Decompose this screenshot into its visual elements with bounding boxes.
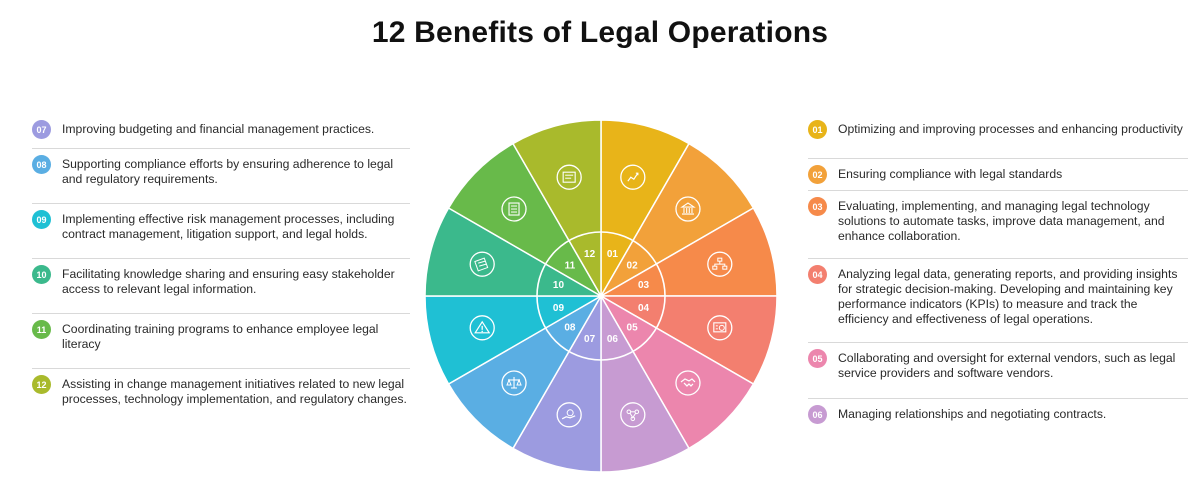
wheel-number-01: 01 — [607, 249, 619, 260]
budget-hand-icon — [556, 402, 582, 428]
benefit-number-badge: 09 — [32, 210, 51, 229]
benefit-text: Ensuring compliance with legal standards — [838, 167, 1063, 181]
benefits-list-right: 01 Optimizing and improving processes and… — [808, 114, 1188, 435]
benefit-number-badge: 08 — [32, 155, 51, 174]
wheel-segment-11 — [447, 142, 604, 299]
page-title: 12 Benefits of Legal Operations — [371, 16, 829, 49]
knowledge-stack-icon — [469, 251, 495, 277]
scales-icon — [501, 370, 527, 396]
wheel-segment-04 — [598, 295, 778, 386]
wheel-segment-10 — [424, 206, 604, 297]
warning-icon — [469, 315, 495, 341]
benefit-item-05: 05 Collaborating and oversight for extern… — [808, 343, 1188, 399]
benefit-number-badge: 07 — [32, 120, 51, 139]
benefit-item-11: 11 Coordinating training programs to enha… — [32, 314, 410, 369]
wheel-number-12: 12 — [584, 249, 596, 260]
benefit-text: Supporting compliance efforts by ensurin… — [62, 157, 394, 186]
wheel-segment-03 — [598, 206, 778, 297]
wheel-inner-ring — [536, 231, 666, 361]
wheel-number-03: 03 — [638, 280, 650, 291]
wheel-segment-05 — [598, 293, 755, 450]
wheel-number-06: 06 — [607, 334, 619, 345]
wheel-number-04: 04 — [638, 303, 650, 314]
change-document-icon — [556, 164, 582, 190]
benefit-item-01: 01 Optimizing and improving processes and… — [808, 114, 1188, 159]
wheel-number-09: 09 — [553, 303, 565, 314]
benefit-number-badge: 01 — [808, 120, 827, 139]
benefit-text: Coordinating training programs to enhanc… — [62, 322, 379, 351]
wheel-number-08: 08 — [564, 323, 576, 334]
benefit-number-badge: 11 — [32, 320, 51, 339]
report-icon — [707, 315, 733, 341]
wheel-number-07: 07 — [584, 334, 596, 345]
benefit-item-09: 09 Implementing effective risk management… — [32, 204, 410, 259]
wheel-segment-01 — [600, 119, 691, 299]
benefit-text: Managing relationships and negotiating c… — [838, 407, 1107, 421]
wheel-segment-08 — [447, 293, 604, 450]
benefit-number-badge: 10 — [32, 265, 51, 284]
benefit-item-10: 10 Facilitating knowledge sharing and ens… — [32, 259, 410, 314]
benefit-number-badge: 12 — [32, 375, 51, 394]
handshake-icon — [675, 370, 701, 396]
wheel-number-05: 05 — [627, 323, 639, 334]
bank-icon — [675, 196, 701, 222]
wheel-segment-07 — [511, 293, 602, 473]
wheel-number-11: 11 — [565, 260, 576, 271]
benefit-text: Assisting in change management initiativ… — [62, 377, 407, 406]
chart-trend-icon — [620, 164, 646, 190]
benefit-text: Analyzing legal data, generating reports… — [838, 267, 1178, 326]
benefit-item-04: 04 Analyzing legal data, generating repor… — [808, 259, 1188, 343]
network-icon — [707, 251, 733, 277]
benefit-number-badge: 05 — [808, 349, 827, 368]
benefit-text: Implementing effective risk management p… — [62, 212, 395, 241]
benefit-number-badge: 06 — [808, 405, 827, 424]
benefit-item-06: 06 Managing relationships and negotiating… — [808, 399, 1188, 435]
benefit-item-07: 07 Improving budgeting and financial mana… — [32, 114, 410, 149]
wheel-segment-02 — [598, 142, 755, 299]
benefit-text: Facilitating knowledge sharing and ensur… — [62, 267, 395, 296]
benefits-list-left: 07 Improving budgeting and financial mana… — [32, 114, 410, 431]
wheel-number-10: 10 — [553, 280, 565, 291]
benefit-item-02: 02 Ensuring compliance with legal standar… — [808, 159, 1188, 191]
benefit-item-03: 03 Evaluating, implementing, and managing… — [808, 191, 1188, 259]
training-document-icon — [501, 196, 527, 222]
benefit-number-badge: 03 — [808, 197, 827, 216]
benefit-item-12: 12 Assisting in change management initiat… — [32, 369, 410, 431]
benefit-number-badge: 02 — [808, 165, 827, 184]
benefit-text: Optimizing and improving processes and e… — [838, 122, 1183, 136]
benefit-text: Evaluating, implementing, and managing l… — [838, 199, 1165, 243]
benefit-text: Improving budgeting and financial manage… — [62, 122, 375, 136]
wheel-segment-06 — [600, 293, 691, 473]
wheel-segment-12 — [511, 119, 602, 299]
benefit-item-08: 08 Supporting compliance efforts by ensur… — [32, 149, 410, 204]
benefit-number-badge: 04 — [808, 265, 827, 284]
benefit-text: Collaborating and oversight for external… — [838, 351, 1176, 380]
wheel-number-02: 02 — [627, 260, 639, 271]
wheel-segment-09 — [424, 295, 604, 386]
people-network-icon — [620, 402, 646, 428]
